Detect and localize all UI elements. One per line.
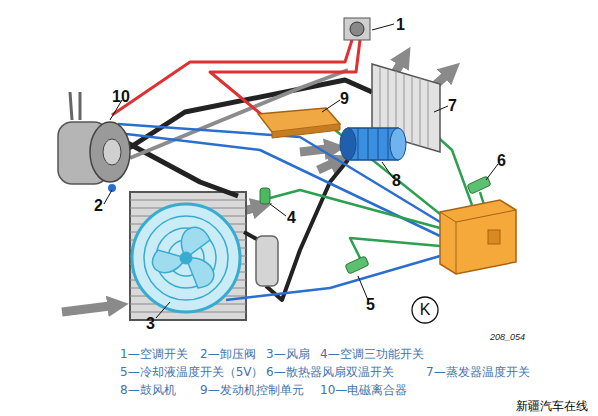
legend-text: 9—发动机控制单元 bbox=[200, 382, 304, 399]
receiver-drier bbox=[256, 236, 278, 286]
legend-text: 2—卸压阀 bbox=[200, 346, 256, 363]
wire bbox=[210, 40, 360, 115]
callout-number: 4 bbox=[287, 209, 296, 227]
engine-control-unit bbox=[258, 108, 340, 138]
legend-text: 3—风扇 bbox=[266, 346, 310, 363]
circle-outline bbox=[412, 297, 438, 323]
legend-text: 10—电磁离合器 bbox=[320, 382, 407, 399]
callout-number: 6 bbox=[497, 152, 506, 170]
air-flow-arrow bbox=[62, 56, 452, 312]
leader-line bbox=[104, 190, 112, 204]
ac-switch bbox=[350, 22, 364, 36]
callout-number: 5 bbox=[366, 296, 375, 314]
wire bbox=[112, 40, 352, 115]
blower bbox=[340, 128, 356, 160]
refrigerant-hose bbox=[122, 140, 238, 196]
legend-text: 1—空调开关 bbox=[120, 346, 188, 363]
legend-text: 6—散热器风扇双温开关 bbox=[266, 364, 394, 381]
compressor bbox=[70, 92, 80, 120]
relay-box bbox=[440, 200, 516, 274]
refrigerant-hose bbox=[130, 70, 348, 158]
watermark: 新疆汽车在线 bbox=[516, 398, 588, 415]
air-flow-arrow bbox=[62, 305, 118, 312]
leader-line bbox=[434, 106, 448, 112]
fan bbox=[152, 227, 213, 288]
wire bbox=[270, 190, 440, 228]
engine-control-unit bbox=[272, 124, 340, 138]
relay-box bbox=[488, 230, 500, 244]
legend-text: 7—蒸发器温度开关 bbox=[426, 364, 530, 381]
relay-box bbox=[440, 200, 516, 274]
callout-number: 9 bbox=[340, 90, 349, 108]
figure-code: 208_054 bbox=[490, 332, 525, 342]
receiver-drier bbox=[260, 188, 270, 204]
symbol-letter: K bbox=[411, 296, 439, 324]
legend-text: 4—空调三功能开关 bbox=[320, 346, 424, 363]
fan bbox=[132, 204, 240, 312]
leader-line bbox=[486, 164, 498, 180]
blower bbox=[340, 128, 406, 160]
temperature-sensor bbox=[345, 256, 369, 274]
blower bbox=[390, 128, 406, 160]
callout-number: 1 bbox=[396, 16, 405, 34]
leader-line bbox=[382, 162, 393, 178]
compressor bbox=[90, 122, 130, 182]
leader-line bbox=[104, 24, 498, 318]
leader-line bbox=[322, 100, 340, 112]
legend-text: 5—冷却液温度开关（5V） bbox=[120, 364, 263, 381]
ac-switch bbox=[344, 18, 370, 40]
leader-line bbox=[156, 302, 170, 318]
callout-number: 8 bbox=[392, 172, 401, 190]
leader-line bbox=[372, 24, 394, 30]
callout-number: 7 bbox=[448, 97, 457, 115]
ac-switch bbox=[344, 18, 370, 40]
relay-box bbox=[440, 210, 516, 274]
callout-number: 10 bbox=[112, 88, 130, 106]
legend-text: 8—鼓风机 bbox=[120, 382, 176, 399]
callout-number: 3 bbox=[146, 315, 155, 333]
compressor bbox=[103, 139, 121, 165]
air-flow-arrow bbox=[318, 160, 340, 170]
fan bbox=[180, 252, 192, 264]
wire bbox=[112, 40, 484, 300]
fan bbox=[144, 216, 228, 300]
condenser bbox=[130, 200, 246, 312]
fan bbox=[132, 204, 240, 312]
blower bbox=[358, 128, 388, 160]
compressor bbox=[58, 92, 130, 192]
leader-line bbox=[270, 204, 286, 216]
callout-number: 2 bbox=[94, 197, 103, 215]
receiver-drier bbox=[256, 188, 278, 286]
circle-symbol: K bbox=[411, 296, 439, 324]
